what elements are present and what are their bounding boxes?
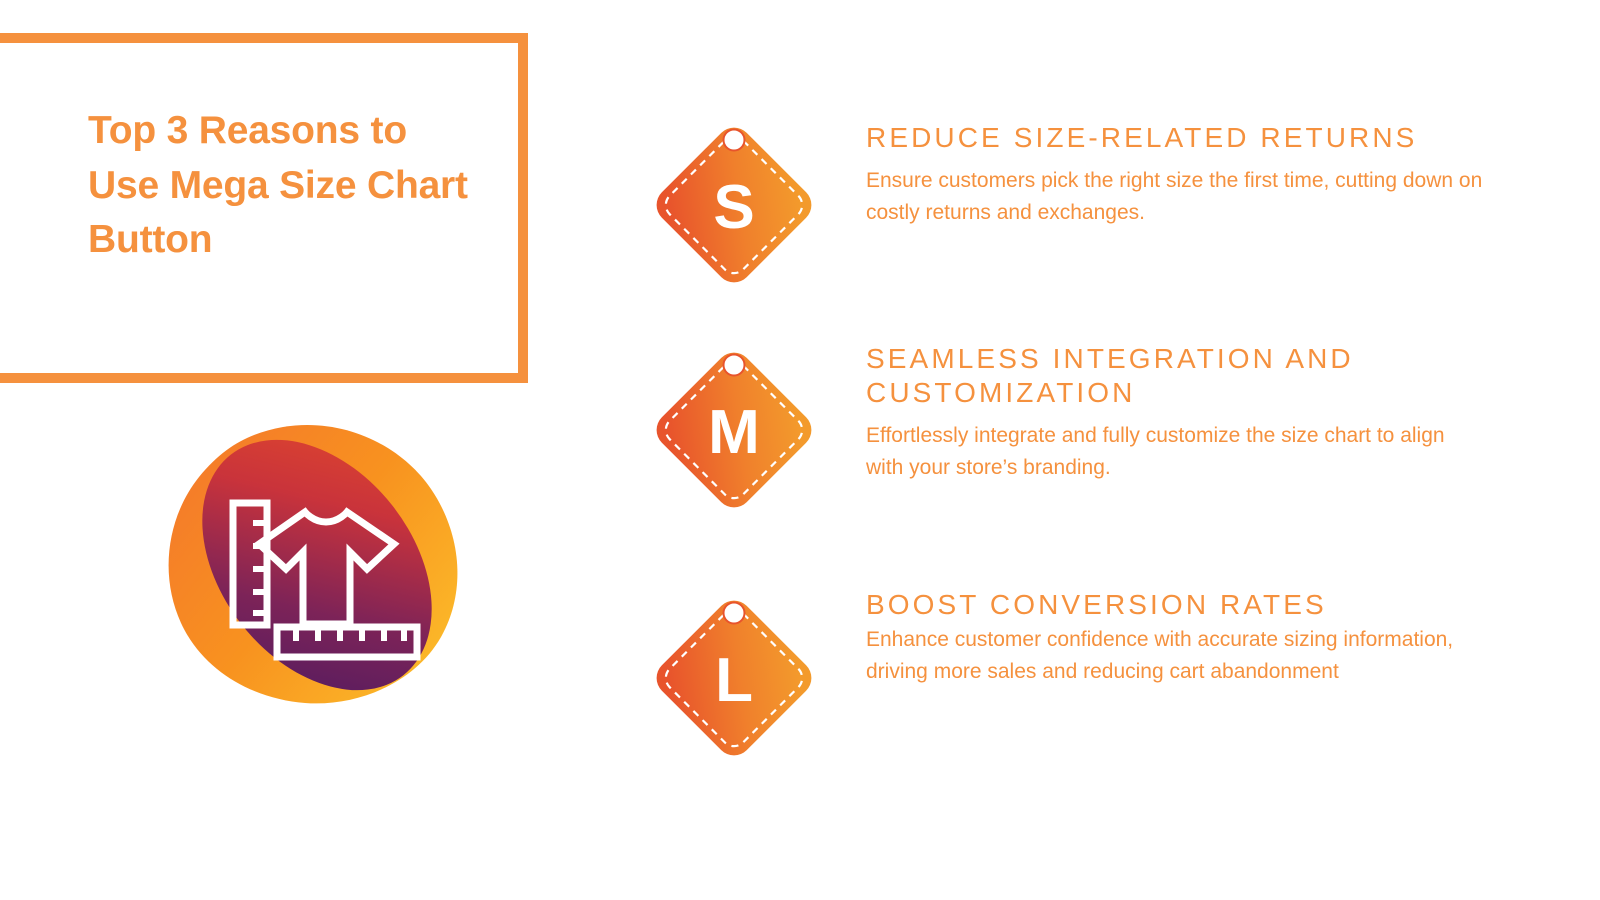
tag-body — [656, 600, 812, 756]
tag-hole — [722, 601, 746, 625]
tag-letter: L — [715, 646, 753, 715]
tag-letter: S — [713, 173, 755, 242]
tag-body — [656, 127, 812, 283]
reason-heading: Seamless Integration and Customization — [866, 343, 1354, 409]
size-tag-medium: M — [634, 330, 834, 530]
size-tag-large: L — [634, 578, 834, 778]
tag-letter: M — [708, 398, 760, 467]
horizontal-ruler-icon — [273, 623, 421, 661]
reason-text-block-1: Reduce Size-Related Returns Ensure custo… — [866, 121, 1486, 229]
tag-hole — [722, 128, 746, 152]
t-shirt-icon — [253, 507, 400, 628]
reason-heading: Reduce Size-Related Returns — [866, 122, 1418, 153]
size-tag-small: S — [634, 105, 834, 305]
reason-body: Ensure customers pick the right size the… — [866, 169, 1483, 225]
tag-hole — [722, 353, 746, 377]
size-chart-illustration — [155, 415, 475, 715]
reason-text-block-3: Boost Conversion Rates Enhance customer … — [866, 588, 1486, 688]
page-title: Top 3 Reasons to Use Mega Size Chart But… — [88, 109, 468, 262]
vertical-ruler-icon — [229, 499, 271, 629]
reason-body: Effortlessly integrate and fully customi… — [866, 424, 1445, 480]
reason-text-block-2: Seamless Integration and Customization E… — [866, 342, 1486, 484]
tag-dashed-border — [664, 608, 804, 748]
tag-body — [656, 352, 812, 508]
reason-body: Enhance customer confidence with accurat… — [866, 628, 1454, 684]
reason-heading: Boost Conversion Rates — [866, 589, 1327, 620]
title-frame-border — [0, 33, 528, 383]
